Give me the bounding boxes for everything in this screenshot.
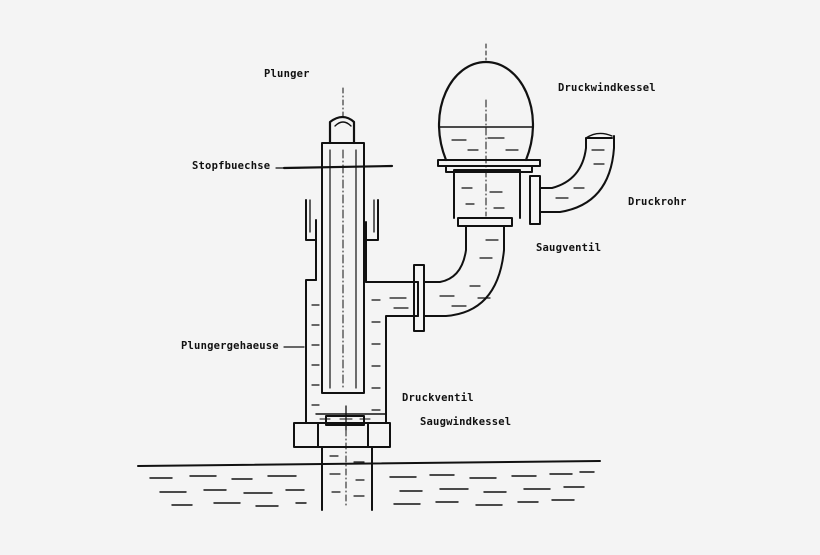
connecting-pipe [413, 225, 505, 332]
pressure-air-vessel [437, 43, 535, 162]
label-druckwindkessel: Druckwindkessel [558, 82, 656, 94]
label-stopfbuechse: Stopfbuechse [192, 160, 271, 172]
label-plungergehaeuse: Plungergehaeuse [181, 340, 279, 352]
plunger-housing [305, 219, 419, 424]
label-druckrohr: Druckrohr [628, 196, 687, 208]
air-vessel-flange [437, 159, 541, 173]
label-saugventil: Saugventil [536, 242, 602, 254]
discharge-pipe [529, 132, 615, 225]
suction-pipe [321, 429, 373, 511]
water-surface [137, 460, 601, 467]
leader-lines [275, 167, 305, 348]
plunger-rod [321, 87, 365, 394]
label-saugwindkessel: Saugwindkessel [420, 416, 512, 428]
label-plunger: Plunger [264, 68, 310, 80]
water-ripples [149, 471, 595, 507]
label-druckventil: Druckventil [402, 392, 474, 404]
stuffing-box [282, 164, 394, 241]
suction-valve-flange [293, 405, 391, 448]
pressure-valve-body [453, 99, 521, 227]
